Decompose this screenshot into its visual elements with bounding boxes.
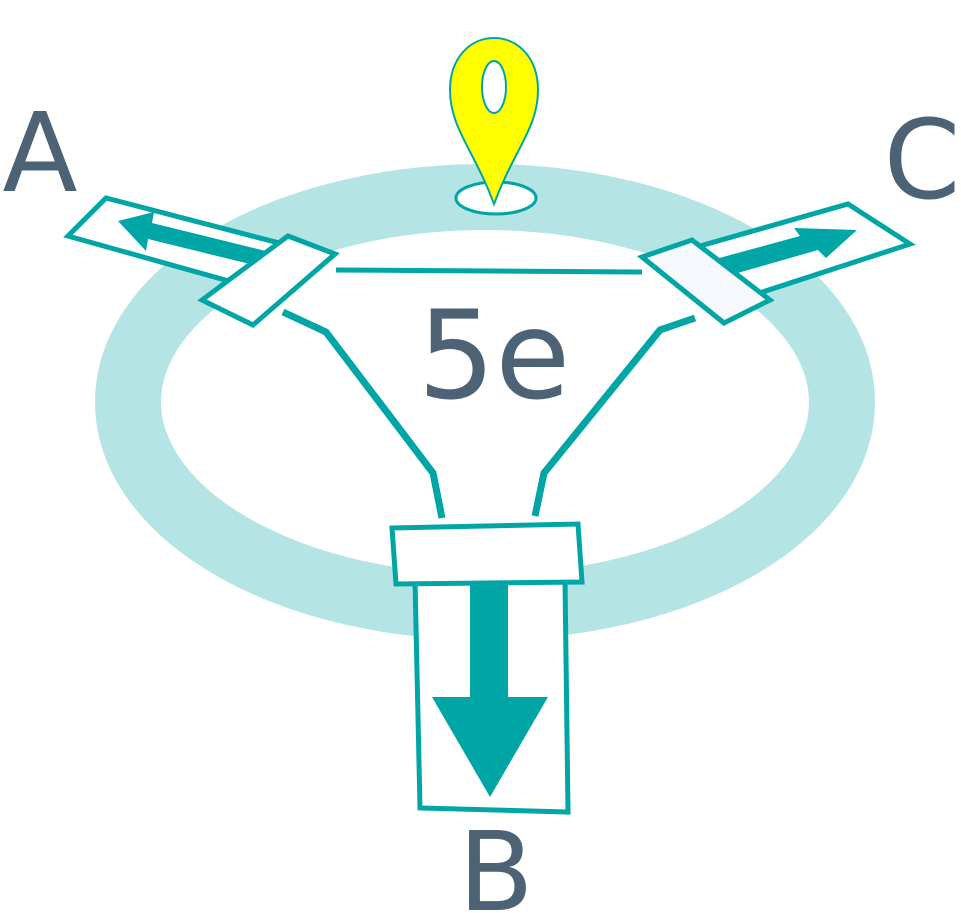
road-segment-right xyxy=(531,314,697,517)
exit-b-arrow xyxy=(432,582,548,797)
exit-c-gate xyxy=(636,237,775,326)
exit-b-gate xyxy=(389,521,585,587)
map-pin-icon xyxy=(448,36,540,207)
road-segment-left xyxy=(281,308,446,519)
exit-a-gate xyxy=(197,233,340,328)
exit-c xyxy=(636,201,916,326)
exit-b-label: B xyxy=(458,808,533,913)
road-segment-top xyxy=(335,267,643,275)
exit-c-label: C xyxy=(884,96,961,224)
exit-c-arrow xyxy=(712,228,857,278)
center-label: 5e xyxy=(418,285,571,427)
exit-a-arrow xyxy=(118,212,270,268)
exit-a-label: A xyxy=(2,89,77,217)
exit-b xyxy=(389,521,585,815)
exit-a xyxy=(63,195,340,328)
